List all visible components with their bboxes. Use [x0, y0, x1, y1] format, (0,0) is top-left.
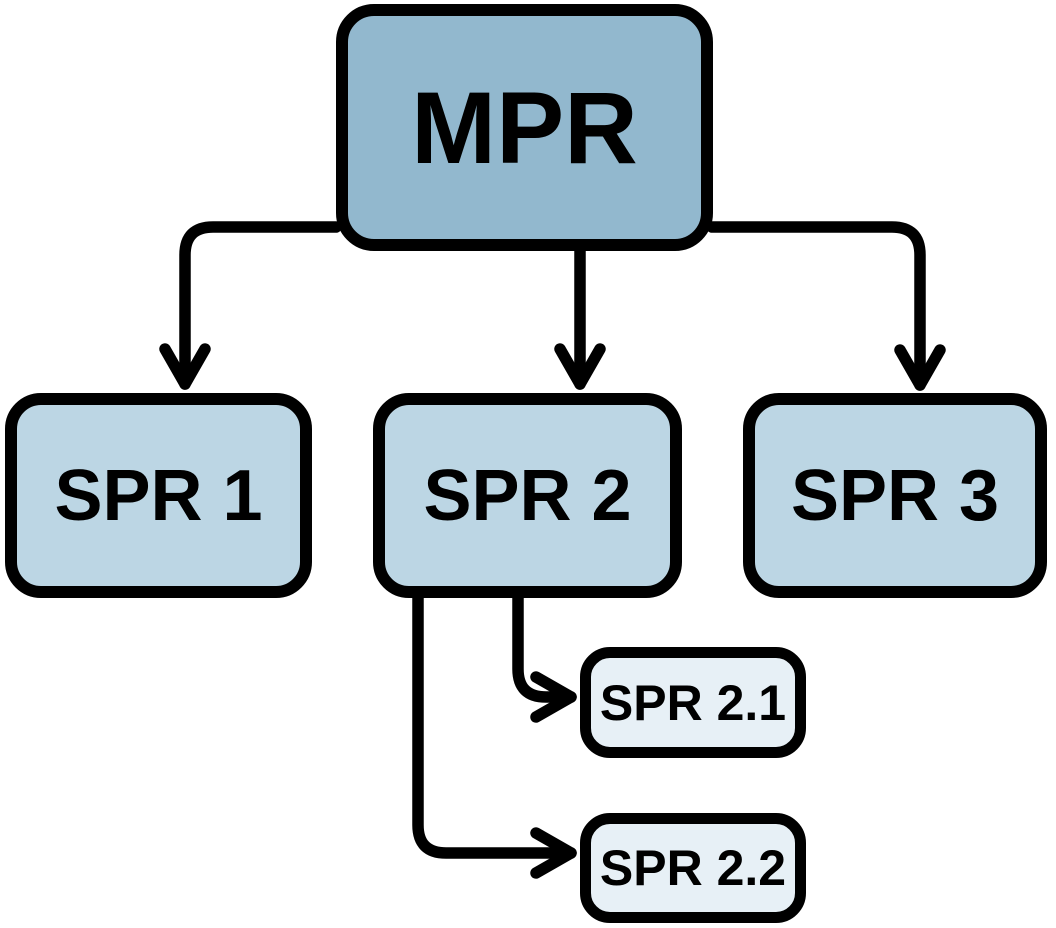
edge-spr2-to-spr2-2	[412, 590, 577, 879]
node-mpr: MPR	[336, 4, 713, 251]
node-spr2: SPR 2	[373, 393, 682, 598]
edge-mpr-to-spr1	[159, 221, 342, 390]
node-spr2-2: SPR 2.2	[580, 813, 806, 923]
edge-mpr-to-spr3	[706, 221, 946, 391]
node-mpr-label: MPR	[411, 70, 638, 185]
node-spr1: SPR 1	[5, 393, 312, 598]
node-spr2-2-label: SPR 2.2	[599, 840, 787, 896]
node-spr3: SPR 3	[743, 393, 1047, 598]
node-spr2-1-label: SPR 2.1	[599, 674, 787, 731]
node-spr2-label: SPR 2	[423, 455, 632, 536]
node-spr1-label: SPR 1	[54, 455, 263, 536]
edge-spr2-to-spr2-1	[512, 590, 577, 723]
node-spr3-label: SPR 3	[790, 455, 1000, 536]
node-spr2-1: SPR 2.1	[580, 647, 806, 758]
